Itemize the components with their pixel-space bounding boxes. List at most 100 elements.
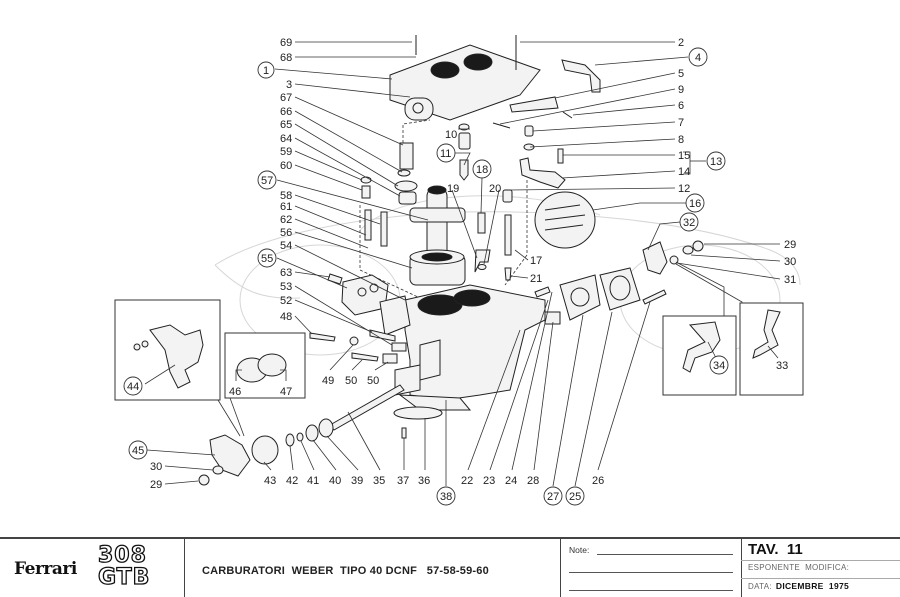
leader-inset-connector [675,263,743,303]
callout-25: 25 [569,491,581,503]
tube-part-12 [502,189,513,203]
nut-part-64 [398,191,417,205]
callout-15: 15 [678,150,690,162]
callout-42: 42 [286,475,298,487]
washer-part-30 [212,465,224,475]
washer-part-20 [477,264,487,270]
callout-55: 55 [261,253,273,265]
washer-part-40 [305,424,319,442]
callout-circle-18 [472,159,492,179]
callout-3: 3 [286,79,292,91]
date-label: DATA: [748,582,772,591]
callout-66: 66 [280,106,292,118]
callout-45: 45 [132,445,144,457]
callout-9: 9 [678,84,684,96]
alignment-line [402,119,431,143]
logo-area: Ferrari 308 GTB [0,539,185,597]
note-line [597,554,733,555]
pin-part-6 [562,111,573,119]
notes-label: Note: [569,545,590,555]
callout-47: 47 [280,386,292,398]
callout-53: 53 [280,281,292,293]
gasket-part-65 [394,180,418,192]
jet-part-18 [477,212,486,234]
callout-60: 60 [280,160,292,172]
carburettor-main-body-part-38 [394,284,546,411]
callout-11: 11 [440,148,451,160]
callout-26: 26 [592,475,604,487]
spring-part-43 [251,435,279,465]
callout-circle-4 [688,47,708,67]
callout-36: 36 [418,475,430,487]
nut-part-29 [198,474,210,486]
washer-part-41 [296,432,304,442]
callout-40: 40 [329,475,341,487]
callout-8: 8 [678,134,684,146]
callout-57: 57 [261,175,273,187]
table-number: TAV. 11 [748,541,803,558]
callout-4: 4 [695,52,701,64]
callout-14: 14 [678,166,690,178]
callout-32: 32 [683,217,695,229]
date-row: DATA:DICEMBRE 1975 [748,581,849,591]
callout-19: 19 [447,183,459,195]
gasket-part-54 [379,295,411,336]
callout-35: 35 [373,475,385,487]
valve-part-60 [361,185,371,199]
leader-inset-connector [675,261,725,316]
washer-part-30-right [682,245,694,255]
leader-lines [144,41,781,487]
callout-43: 43 [264,475,276,487]
callout-circle-55 [257,248,277,268]
callout-21: 21 [530,273,542,285]
callout-30: 30 [784,256,796,268]
leader-inset-connector [229,397,245,437]
jet-part-58 [380,211,388,247]
alignment-line [504,180,528,286]
callout-28: 28 [527,475,539,487]
callout-1: 1 [263,65,269,77]
callout-64: 64 [280,133,292,145]
screw-part-50 [351,352,379,362]
screw-part-15 [557,148,564,164]
exploded-parts-diagram: 69 68 1 3 67 66 65 64 59 60 57 58 61 62 … [114,35,804,506]
venturi-body-part-56 [409,249,466,286]
spring-part-67 [399,142,414,170]
callout-18: 18 [476,164,488,176]
callout-12: 12 [678,183,690,195]
screw-part-52 [369,329,396,342]
callout-24: 24 [505,475,517,487]
callout-63: 63 [280,267,292,279]
callout-44: 44 [127,381,139,393]
screw-part-48 [309,332,336,342]
callout-circle-16 [685,193,705,213]
filter-cap-part-16 [534,191,596,249]
callout-50-b: 50 [367,375,379,387]
lever-part-32 [642,241,668,275]
callout-49: 49 [322,375,334,387]
callout-37: 37 [397,475,409,487]
pin-part-9 [492,122,511,129]
callout-circle-38 [436,486,456,506]
callout-circle-25 [565,486,585,506]
lever-part-14 [519,157,566,189]
model-variant: GTB [97,565,151,590]
callout-59: 59 [280,146,292,158]
callout-27: 27 [547,491,559,503]
callout-circle-44 [123,376,143,396]
callout-circle-57 [257,170,277,190]
carburettor-top-cover [389,35,541,121]
spring-part-61 [364,209,372,241]
callout-29-left: 29 [150,479,162,491]
spring-part-50 [382,353,398,364]
callout-22: 22 [461,475,473,487]
callout-31: 31 [784,274,796,286]
emulsion-tube-part-17 [504,214,512,256]
callout-39: 39 [351,475,363,487]
washer-part-59 [360,176,372,184]
callout-labels: 69 68 1 3 67 66 65 64 59 60 57 58 61 62 … [123,37,796,506]
washer-part-10 [458,123,470,131]
callout-circle-34 [709,355,729,375]
screw-part-37 [401,427,407,439]
callout-33: 33 [776,360,788,372]
